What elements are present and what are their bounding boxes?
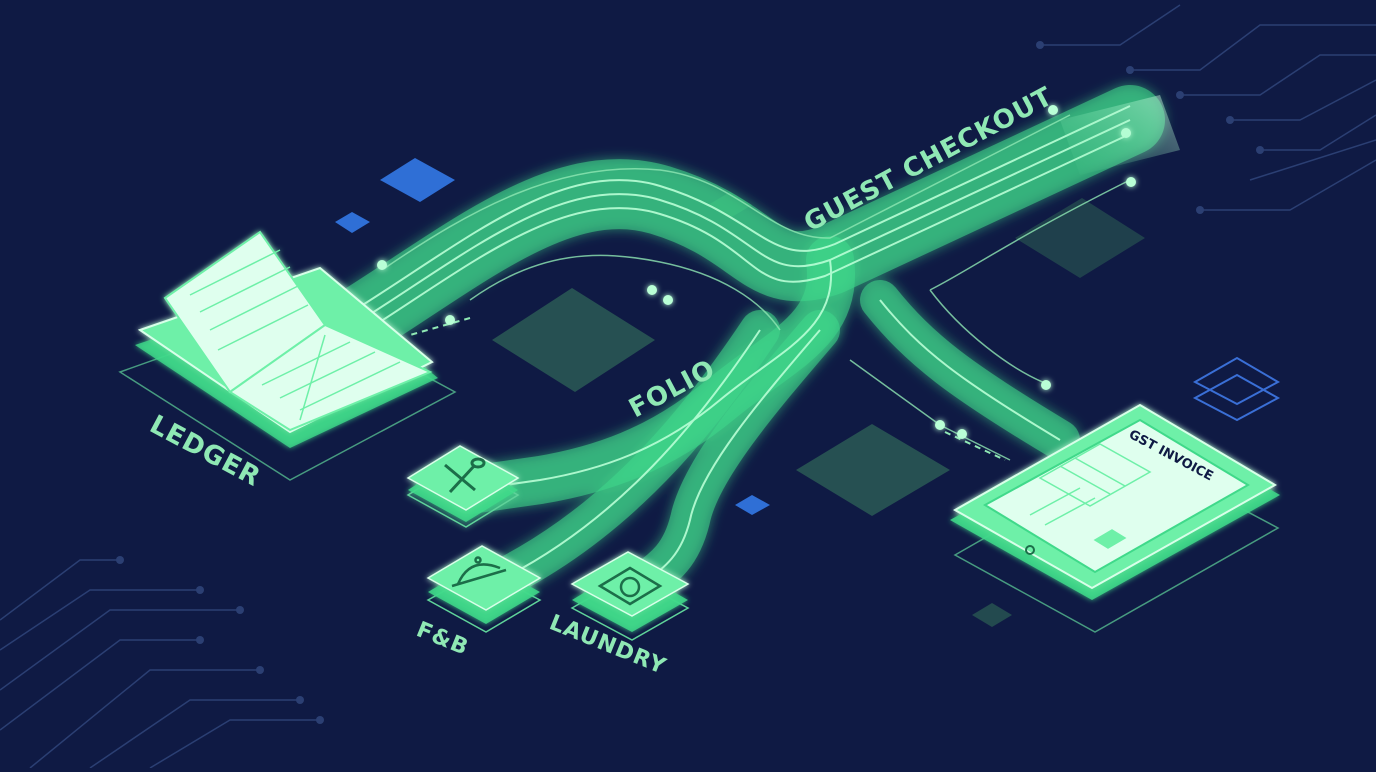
- ledger-node: LEDGER: [118, 230, 457, 493]
- flow-outline: [384, 114, 1131, 461]
- circuit-traces-bottom-left: [0, 559, 320, 769]
- fnb-utensils-node: [406, 445, 520, 528]
- ledger-label: LEDGER: [145, 410, 266, 493]
- cloche-icon: [451, 556, 507, 588]
- flow-arrows: [409, 317, 1006, 461]
- gst-invoice-node: GST INVOICE: [950, 403, 1280, 633]
- fnb-label: F&B: [413, 617, 472, 660]
- flow-lines: [344, 105, 1131, 586]
- checkout-glow-end: [1060, 95, 1180, 175]
- layered-squares-icon: [1192, 356, 1281, 422]
- circuit-nodes-bottom-left: [116, 556, 324, 724]
- tablet-icon: [950, 403, 1280, 600]
- washing-machine-icon: [597, 566, 663, 606]
- open-book-icon: [135, 230, 438, 448]
- fork-spoon-icon: [444, 457, 486, 494]
- circuit-nodes-top-right: [1036, 41, 1264, 214]
- circuit-traces-top-right: [1040, 4, 1376, 211]
- decorative-squares: [335, 158, 1145, 627]
